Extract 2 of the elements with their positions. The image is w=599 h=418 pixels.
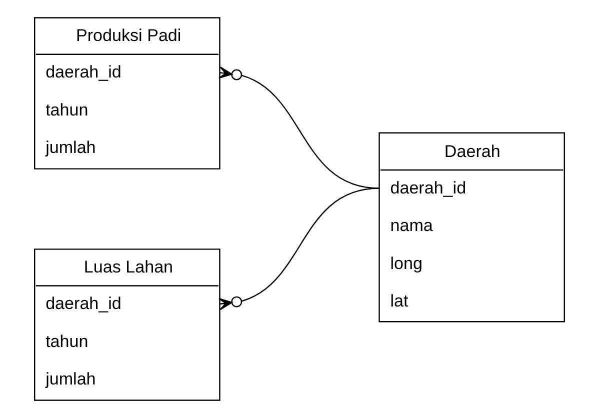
connector	[218, 66, 380, 189]
connector	[218, 188, 380, 310]
